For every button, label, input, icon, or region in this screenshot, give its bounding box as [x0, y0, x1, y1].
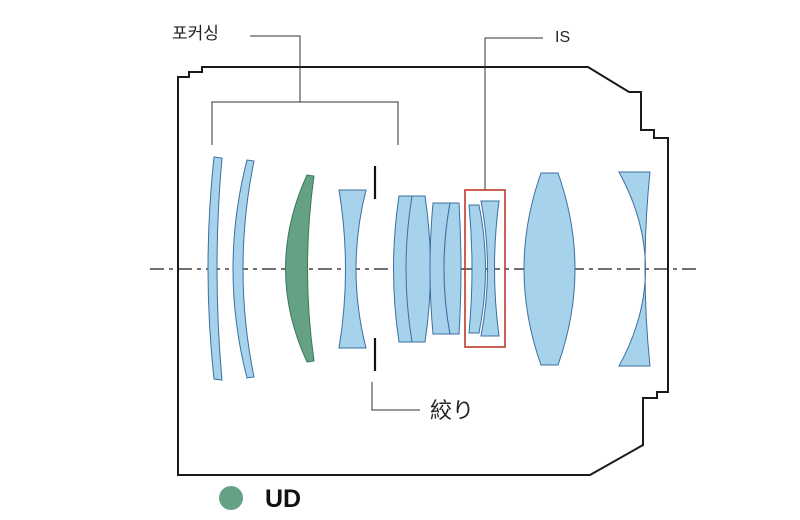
lens-element-3-ud — [285, 174, 315, 363]
lens-element-8 — [443, 202, 462, 335]
aperture-label: 絞り — [430, 399, 475, 424]
lens-element-9-is — [468, 204, 486, 334]
lens-element-1 — [207, 156, 223, 381]
aperture-leader-line — [371, 382, 420, 411]
focusing-label: 포커싱 — [172, 24, 219, 44]
is-leader-line — [484, 37, 543, 190]
lens-element-11 — [523, 172, 576, 366]
is-label: IS — [555, 29, 571, 46]
is-group-box — [464, 189, 506, 348]
ud-legend-swatch — [219, 486, 243, 510]
lens-barrel-outline — [177, 66, 669, 476]
lens-element-10-is — [480, 200, 500, 337]
ud-legend-label: UD — [265, 485, 302, 513]
lens-element-2 — [232, 159, 255, 379]
lens-element-4 — [338, 189, 367, 349]
lens-element-12 — [618, 171, 651, 367]
focusing-bracket — [211, 35, 399, 145]
lens-element-6 — [405, 195, 431, 343]
